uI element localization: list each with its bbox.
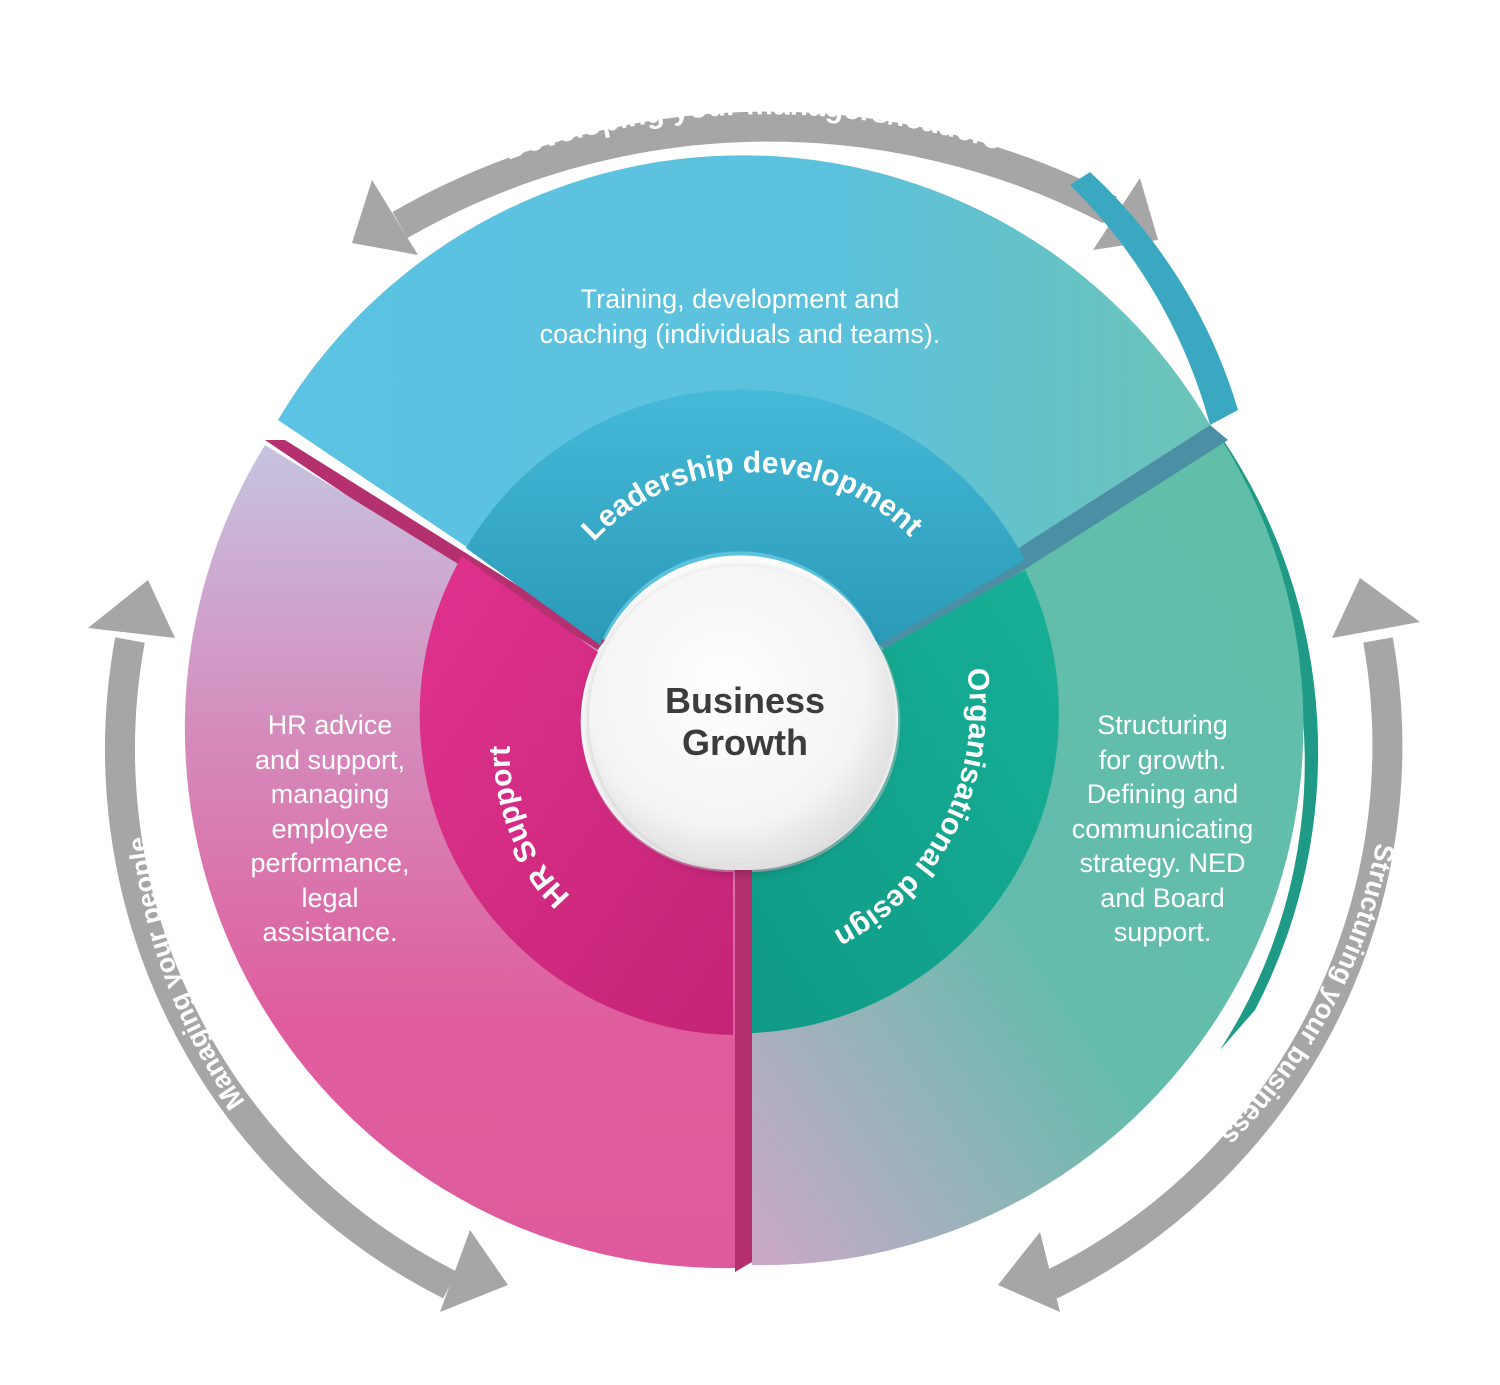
organisational-description: Structuring for growth. Defining and com… (1071, 710, 1254, 947)
segment-hr-inner[interactable] (419, 556, 733, 1035)
segment-organisational-inner[interactable] (752, 570, 1059, 1033)
arrow-right (998, 578, 1420, 1312)
segment-leadership-inner[interactable] (466, 389, 1025, 645)
leadership-description: Training, development and coaching (indi… (539, 284, 941, 349)
arrow-left (88, 580, 508, 1312)
lead-org-divider (875, 425, 1228, 655)
hr-side-edge (735, 870, 752, 1272)
org-depth-edge (1210, 438, 1319, 1050)
center-label: Business Growth (664, 680, 826, 763)
center-hub (589, 566, 893, 870)
hr-description: HR advice and support, managing employee… (250, 710, 410, 947)
leadership-depth-edge (1070, 172, 1238, 425)
